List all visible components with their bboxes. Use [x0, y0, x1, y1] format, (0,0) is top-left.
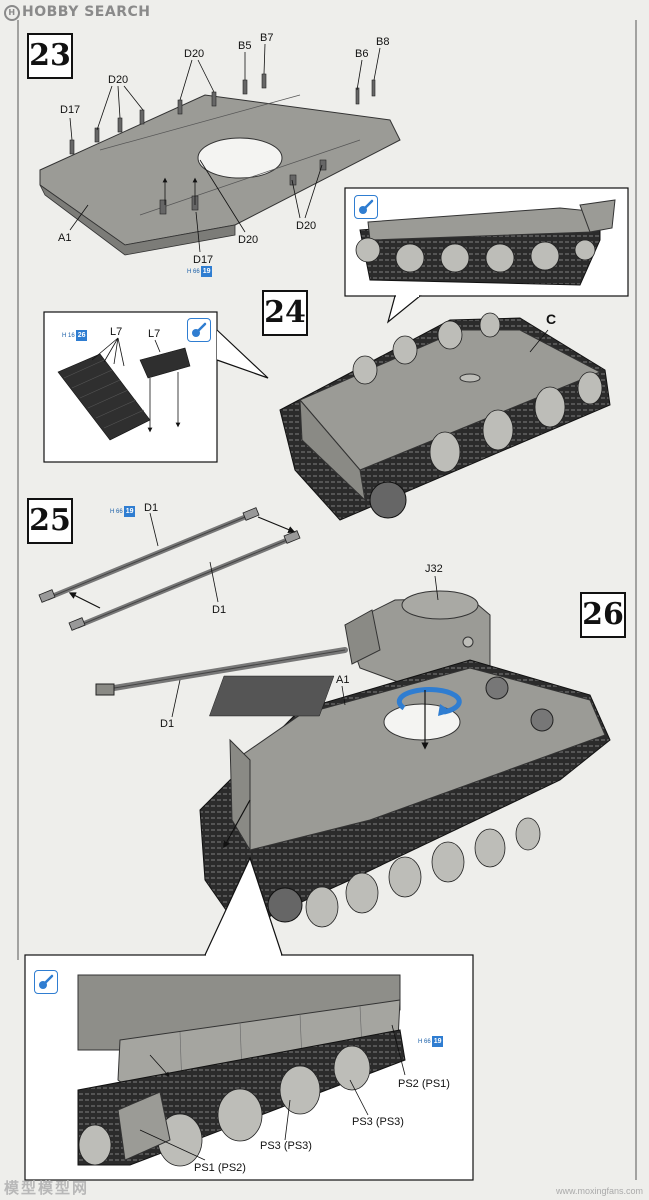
part-label-d1-gun: D1: [160, 718, 175, 730]
step26-hull: [199, 659, 611, 931]
paint-ref-number: 19: [123, 506, 136, 517]
part-label-d1-top: D1: [144, 502, 159, 514]
site-footer-watermark: 模型模型网 www.moxingfans.com: [0, 1178, 649, 1200]
footer-chinese-watermark: 模型模型网: [4, 1179, 90, 1197]
step24-paint-callout: [344, 187, 629, 324]
footer-url-watermark: www.moxingfans.com: [555, 1186, 643, 1196]
paint-ref-number: 26: [75, 330, 88, 341]
part-label-l7-links: L7: [110, 326, 123, 338]
paint-brush-icon-step24-top: [354, 195, 378, 219]
part-label-d17-left: D17: [60, 104, 81, 116]
paint-brush-icon-step26: [34, 970, 58, 994]
step-number-25: 25: [27, 498, 73, 544]
hobby-search-logo-icon: H: [4, 5, 20, 21]
paint-ref-prefix: H 66: [187, 269, 200, 275]
part-label-l7-single: L7: [148, 328, 161, 340]
part-label-d20-left: D20: [108, 74, 129, 86]
step-number-23: 23: [27, 33, 73, 79]
part-label-d1-mid: D1: [212, 604, 227, 616]
paint-brush-icon-step24-tracks: [187, 318, 211, 342]
paint-ref-number: 19: [431, 1036, 444, 1047]
part-label-ps2: PS2 (PS1): [398, 1078, 450, 1090]
part-label-d20-top: D20: [184, 48, 205, 60]
watermark-text: HOBBY SEARCH: [22, 4, 151, 20]
brush-glyph-icon: [192, 322, 207, 337]
part-label-b6: B6: [355, 48, 369, 60]
step-number-26: 26: [580, 592, 626, 638]
step25-tow-cables: [38, 507, 301, 631]
step26-side-skirt-callout: [24, 856, 474, 1181]
paint-ref-prefix: H 16: [62, 333, 75, 339]
part-label-ps3-left: PS3 (PS3): [260, 1140, 312, 1152]
step-number-24: 24: [262, 290, 308, 336]
part-label-a1-step23: A1: [58, 232, 72, 244]
part-label-b5: B5: [238, 40, 252, 52]
part-label-d17-bottom: D17: [193, 254, 214, 266]
step24-hull-assembly: [279, 312, 611, 521]
brush-glyph-icon: [359, 199, 374, 214]
part-label-b8: B8: [376, 36, 390, 48]
part-label-b7: B7: [260, 32, 274, 44]
part-label-j32: J32: [425, 563, 443, 575]
part-label-d20-right: D20: [296, 220, 317, 232]
part-label-ps3-right: PS3 (PS3): [352, 1116, 404, 1128]
part-label-a1-step26: A1: [336, 674, 350, 686]
paint-ref-number: 19: [200, 266, 213, 277]
part-label-c: C: [546, 311, 557, 327]
part-label-ps1: PS1 (PS2): [194, 1162, 246, 1174]
paint-ref-prefix: H 66: [418, 1039, 431, 1045]
part-label-d20-bottom: D20: [238, 234, 259, 246]
brush-glyph-icon: [39, 974, 54, 989]
step23-hull-plate: [39, 43, 401, 256]
paint-ref-prefix: H 66: [110, 509, 123, 515]
